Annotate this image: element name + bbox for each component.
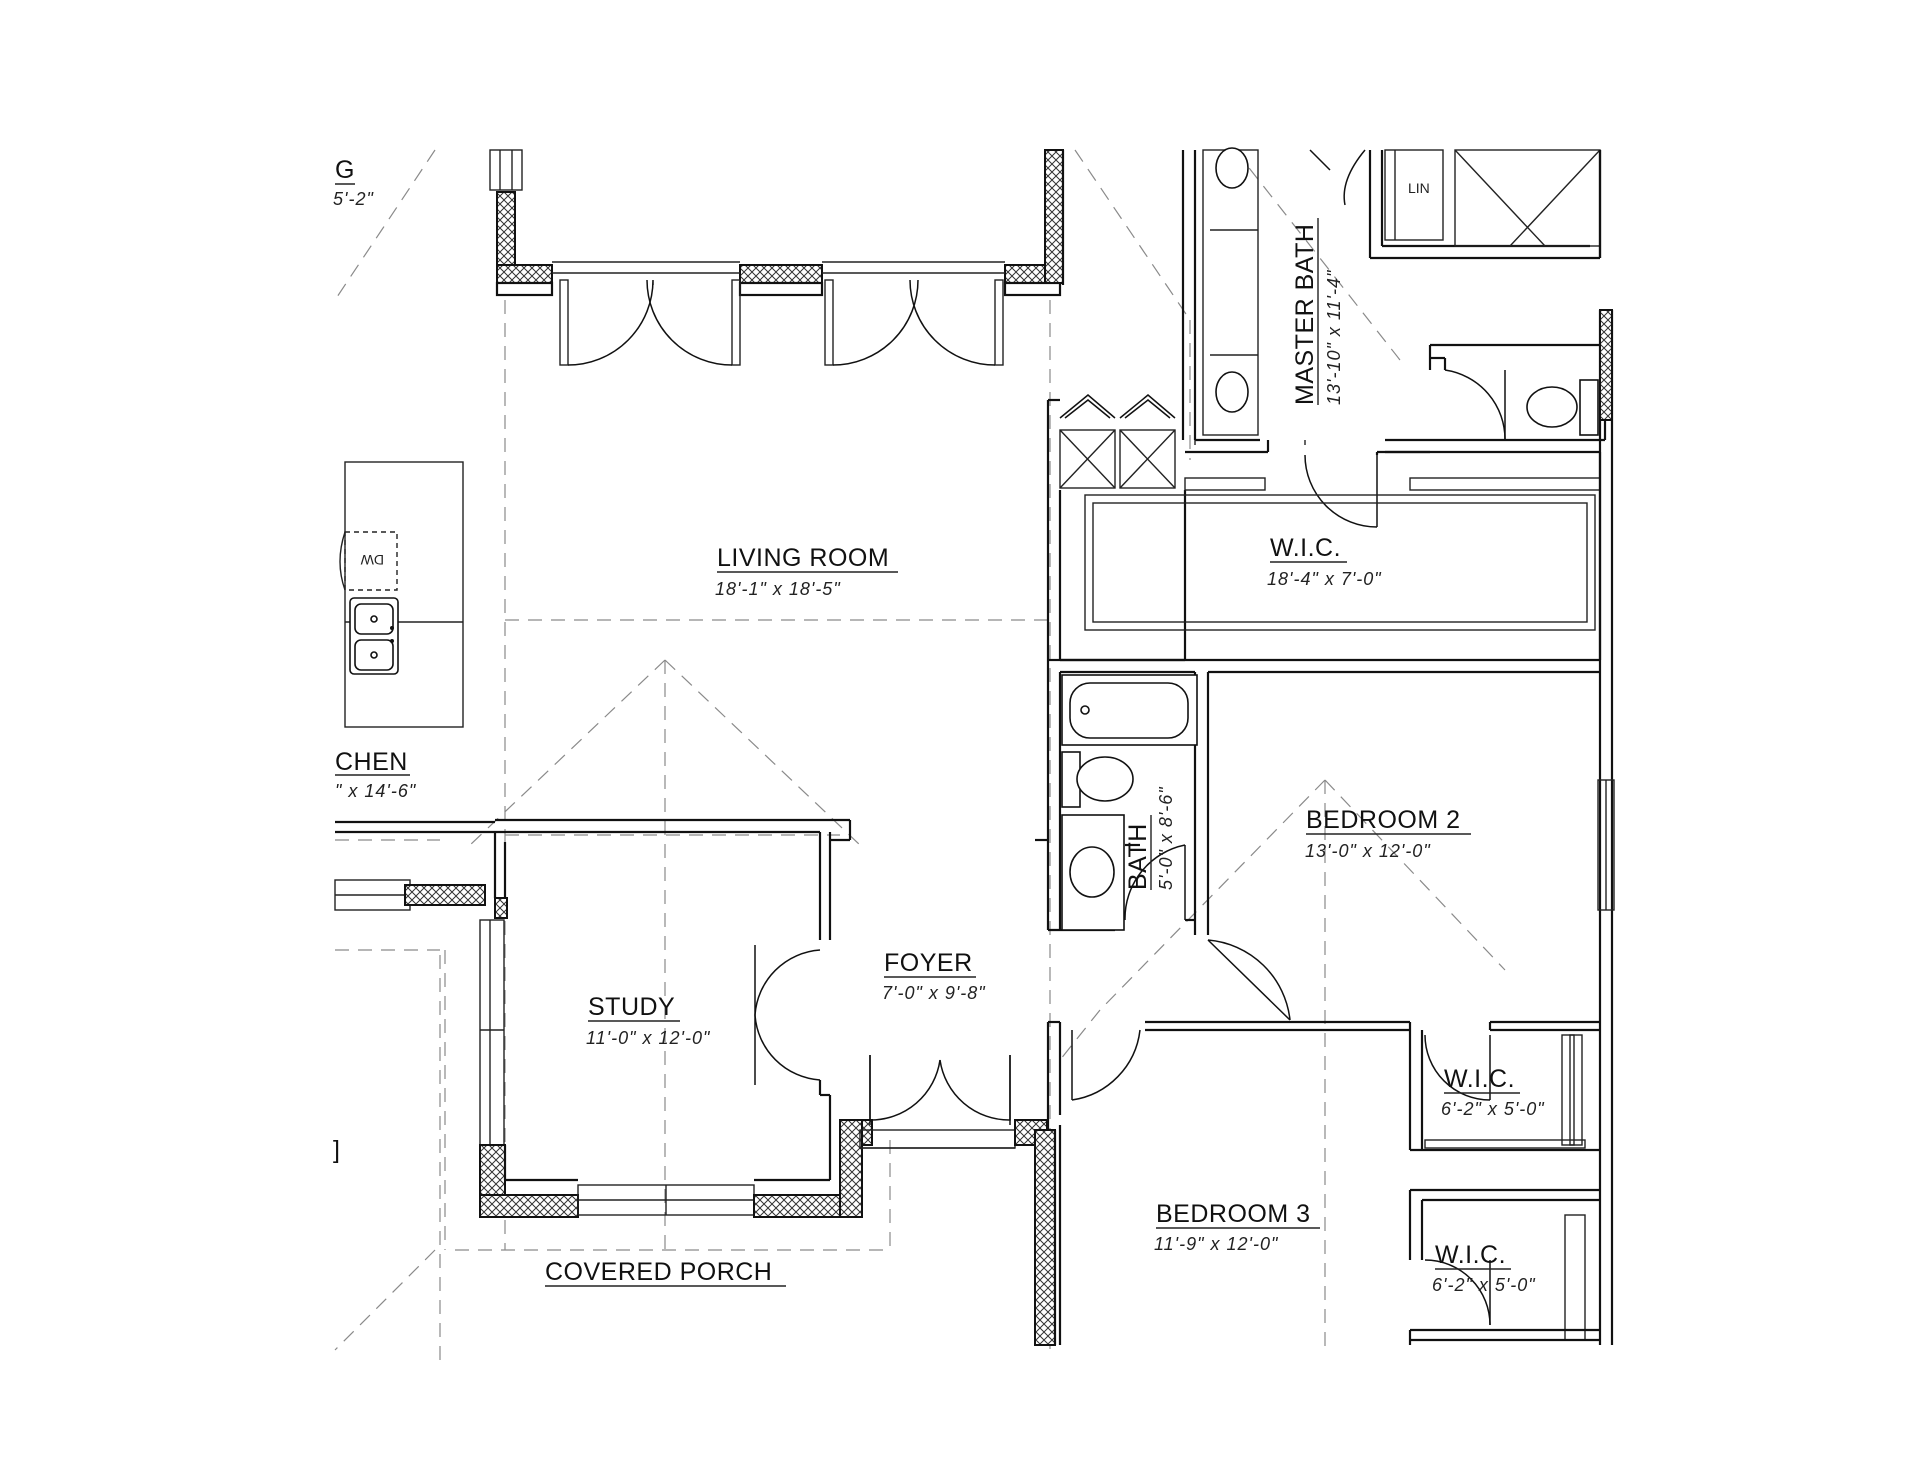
bath-dims: 5'-0" x 8'-6": [1156, 786, 1176, 890]
foyer-entry: [859, 1055, 1057, 1346]
bedroom-2-name: BEDROOM 2: [1306, 806, 1461, 834]
wic-3: [1408, 1198, 1600, 1345]
wic-3-name: W.I.C.: [1435, 1241, 1506, 1269]
foyer-name: FOYER: [884, 949, 973, 977]
bedroom-2-dims: 13'-0" x 12'-0": [1305, 841, 1431, 861]
foyer-dims: 7'-0" x 9'-8": [882, 983, 986, 1003]
bedroom-3-walls: [1046, 1020, 1141, 1345]
living-room-name: LIVING ROOM: [717, 544, 889, 572]
linen-label: LIN: [1408, 180, 1430, 196]
master-wic-dims: 18'-4" x 7'-0": [1267, 569, 1382, 589]
kitchen-partial-name: CHEN: [335, 748, 408, 776]
french-doors-north: [559, 279, 1004, 366]
bedroom-3-name: BEDROOM 3: [1156, 1200, 1311, 1228]
room-labels: G 5'-2" CHEN " x 14'-6" LIVING ROOM 18'-…: [333, 156, 1545, 1295]
closet-boxes: [1059, 394, 1176, 489]
kitchen-island: DW: [339, 461, 464, 728]
covered-porch-name: COVERED PORCH: [545, 1258, 772, 1286]
wic-2: [1408, 1139, 1600, 1260]
dishwasher-label: DW: [360, 552, 384, 568]
master-wc: [1385, 310, 1607, 454]
living-room-dims: 18'-1" x 18'-5": [715, 579, 841, 599]
master-bath-name: MASTER BATH: [1291, 224, 1319, 405]
bedroom-2: [1145, 670, 1600, 1150]
master-wic-name: W.I.C.: [1270, 534, 1341, 562]
study-name: STUDY: [588, 993, 675, 1021]
bath-name: BATH: [1124, 823, 1152, 890]
study-dims: 11'-0" x 12'-0": [586, 1028, 711, 1048]
dining-partial-dims: 5'-2": [333, 189, 374, 209]
wic-3-dims: 6'-2" x 5'-0": [1432, 1275, 1536, 1295]
study-walls: [479, 818, 873, 1218]
master-bath-dims: 13'-10" x 11'-4": [1324, 269, 1344, 405]
bedroom-3-dims: 11'-9" x 12'-0": [1154, 1234, 1279, 1254]
wic-2-dims: 6'-2" x 5'-0": [1441, 1099, 1545, 1119]
hall-bath: [1061, 672, 1198, 935]
kitchen-partial-dims: " x 14'-6": [335, 781, 417, 801]
wic-2-name: W.I.C.: [1444, 1065, 1515, 1093]
kitchen-wall-left: ]: [333, 820, 495, 1164]
master-bath: LIN: [1181, 147, 1602, 445]
study-double-door: [754, 945, 821, 1085]
living-room-north-wall: [489, 149, 1065, 297]
east-exterior-wall: [1597, 150, 1615, 1345]
dining-partial-name: G: [335, 156, 355, 184]
bracket-mark: ]: [333, 1136, 340, 1164]
